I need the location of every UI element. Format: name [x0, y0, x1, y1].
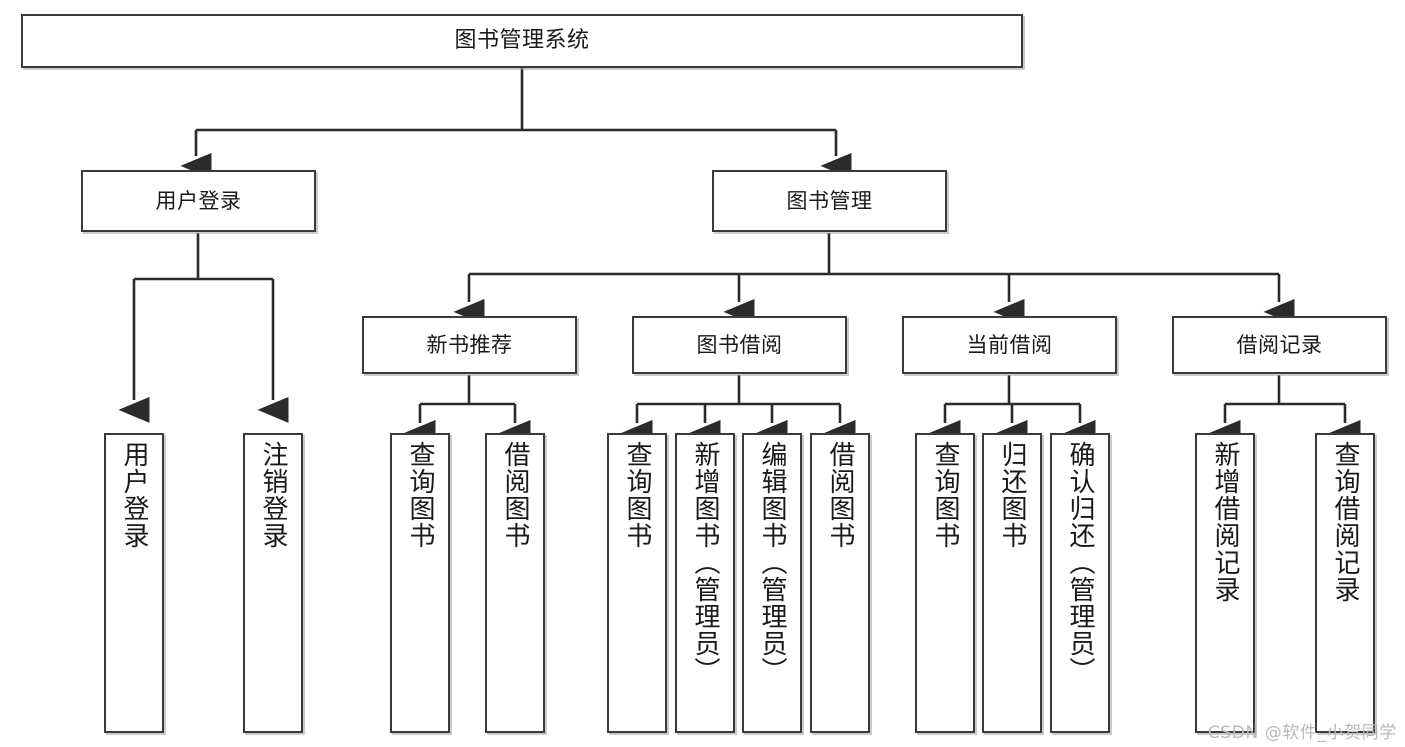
node-leaf-borrow-book-2-label: 借阅图书	[825, 441, 855, 549]
node-user-login-label: 用户登录	[155, 188, 242, 213]
node-leaf-return-book[interactable]: 归还图书	[982, 433, 1042, 733]
node-leaf-confirm-return[interactable]: 确认归还（管理员）	[1050, 433, 1110, 733]
node-borrow-record[interactable]: 借阅记录	[1172, 316, 1387, 374]
node-root-label: 图书管理系统	[454, 28, 590, 54]
node-book-borrow-label: 图书借阅	[696, 332, 783, 357]
node-book-manage-label: 图书管理	[786, 188, 873, 213]
node-leaf-return-book-label: 归还图书	[997, 441, 1027, 549]
node-new-book-rec[interactable]: 新书推荐	[362, 316, 577, 374]
node-leaf-add-record-label: 新增借阅记录	[1210, 441, 1240, 603]
node-leaf-confirm-return-label: 确认归还（管理员）	[1065, 441, 1095, 684]
node-user-login[interactable]: 用户登录	[81, 170, 316, 232]
node-leaf-query-book-2[interactable]: 查询图书	[607, 433, 667, 733]
node-root[interactable]: 图书管理系统	[21, 14, 1023, 68]
node-leaf-query-book-3[interactable]: 查询图书	[915, 433, 975, 733]
node-leaf-borrow-book-1-label: 借阅图书	[500, 441, 530, 549]
node-leaf-user-login-label: 用户登录	[119, 441, 149, 549]
node-book-borrow[interactable]: 图书借阅	[632, 316, 847, 374]
node-leaf-user-login[interactable]: 用户登录	[104, 433, 164, 733]
node-leaf-query-book-3-label: 查询图书	[930, 441, 960, 549]
node-new-book-rec-label: 新书推荐	[426, 332, 513, 357]
node-leaf-borrow-book-1[interactable]: 借阅图书	[485, 433, 545, 733]
node-current-borrow[interactable]: 当前借阅	[902, 316, 1117, 374]
node-leaf-add-book-label: 新增图书（管理员）	[690, 441, 720, 684]
node-leaf-query-record-label: 查询借阅记录	[1330, 441, 1360, 603]
node-leaf-borrow-book-2[interactable]: 借阅图书	[810, 433, 870, 733]
node-current-borrow-label: 当前借阅	[966, 332, 1053, 357]
node-leaf-add-record[interactable]: 新增借阅记录	[1195, 433, 1255, 733]
node-leaf-query-record[interactable]: 查询借阅记录	[1315, 433, 1375, 733]
node-leaf-query-book-2-label: 查询图书	[622, 441, 652, 549]
node-leaf-query-book-1-label: 查询图书	[405, 441, 435, 549]
node-leaf-query-book-1[interactable]: 查询图书	[390, 433, 450, 733]
node-leaf-user-logout[interactable]: 注销登录	[243, 433, 303, 733]
node-book-manage[interactable]: 图书管理	[712, 170, 947, 232]
node-leaf-edit-book-label: 编辑图书（管理员）	[757, 441, 787, 684]
node-leaf-user-logout-label: 注销登录	[258, 441, 288, 549]
node-leaf-edit-book[interactable]: 编辑图书（管理员）	[742, 433, 802, 733]
node-leaf-add-book[interactable]: 新增图书（管理员）	[675, 433, 735, 733]
csdn-watermark: CSDN @软件_小贺同学	[1207, 723, 1397, 743]
node-borrow-record-label: 借阅记录	[1236, 332, 1323, 357]
